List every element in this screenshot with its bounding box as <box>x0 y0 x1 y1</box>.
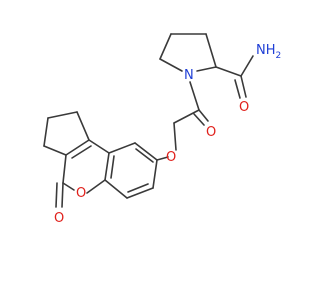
molecule-canvas: NH2 N O O O O O <box>43 33 281 226</box>
atom-o-amide: O <box>239 100 249 115</box>
atom-nh2: NH2 <box>256 43 281 61</box>
atom-o-acyl: O <box>206 125 216 140</box>
lactone-ring <box>62 139 110 194</box>
cyclopentane-ring <box>43 111 90 156</box>
ether-linkage <box>156 156 169 161</box>
carboxamide-group <box>215 55 254 99</box>
acyl-linker <box>173 81 209 151</box>
atom-labels: NH2 N O O O O O <box>54 43 281 226</box>
atom-o-keto: O <box>54 211 64 226</box>
molecule-structure: NH2 N O O O O O <box>43 33 281 226</box>
pyrrolidine-ring <box>159 33 217 72</box>
atom-o-ether: O <box>166 150 176 165</box>
atom-n-ring: N <box>184 68 194 83</box>
lactone-carbonyl <box>55 182 64 208</box>
benzene-ring <box>104 142 158 199</box>
atom-o-lactone: O <box>76 186 86 201</box>
